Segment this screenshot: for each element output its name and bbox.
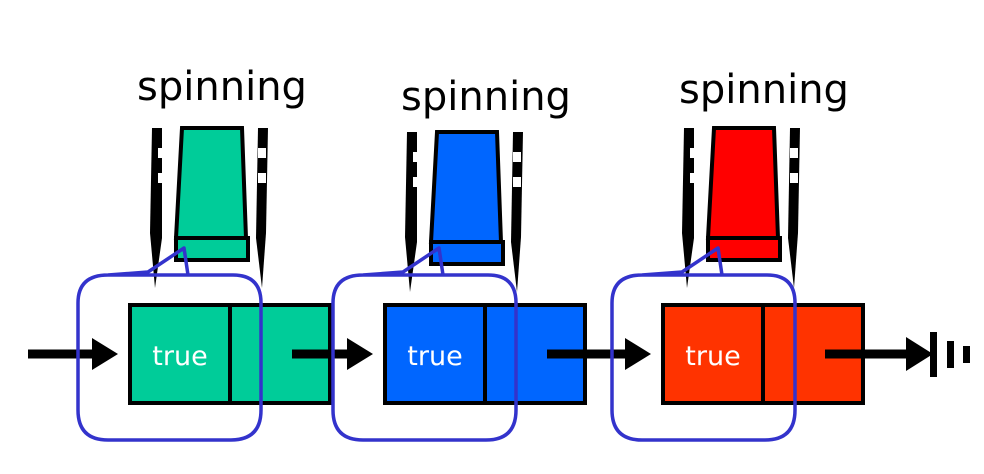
thread-icon [405,130,523,292]
spinning-thread-1: spinning [401,74,571,292]
list-terminator [825,332,970,377]
thread-label: spinning [679,67,849,113]
list-node-2: true [547,246,865,442]
null-ground-icon [930,332,937,377]
node-value: true [407,341,462,372]
lock-bubble [610,246,797,442]
arrow-head-icon [906,337,933,371]
thread-label: spinning [401,74,571,120]
list-node-0: true [28,246,332,442]
arrow-head-icon [92,338,118,370]
thread-label: spinning [137,64,307,110]
arrow-head-icon [625,338,651,370]
thread-icon [682,126,800,288]
list-node-1: true [292,246,587,442]
thread-icon [150,126,268,288]
node-value: true [685,341,740,372]
lock-bubble [76,246,263,442]
spinning-thread-2: spinning [679,67,849,288]
spinning-thread-0: spinning [137,64,307,288]
node-value: true [152,341,207,372]
arrow-head-icon [347,338,373,370]
lock-bubble [331,246,518,442]
